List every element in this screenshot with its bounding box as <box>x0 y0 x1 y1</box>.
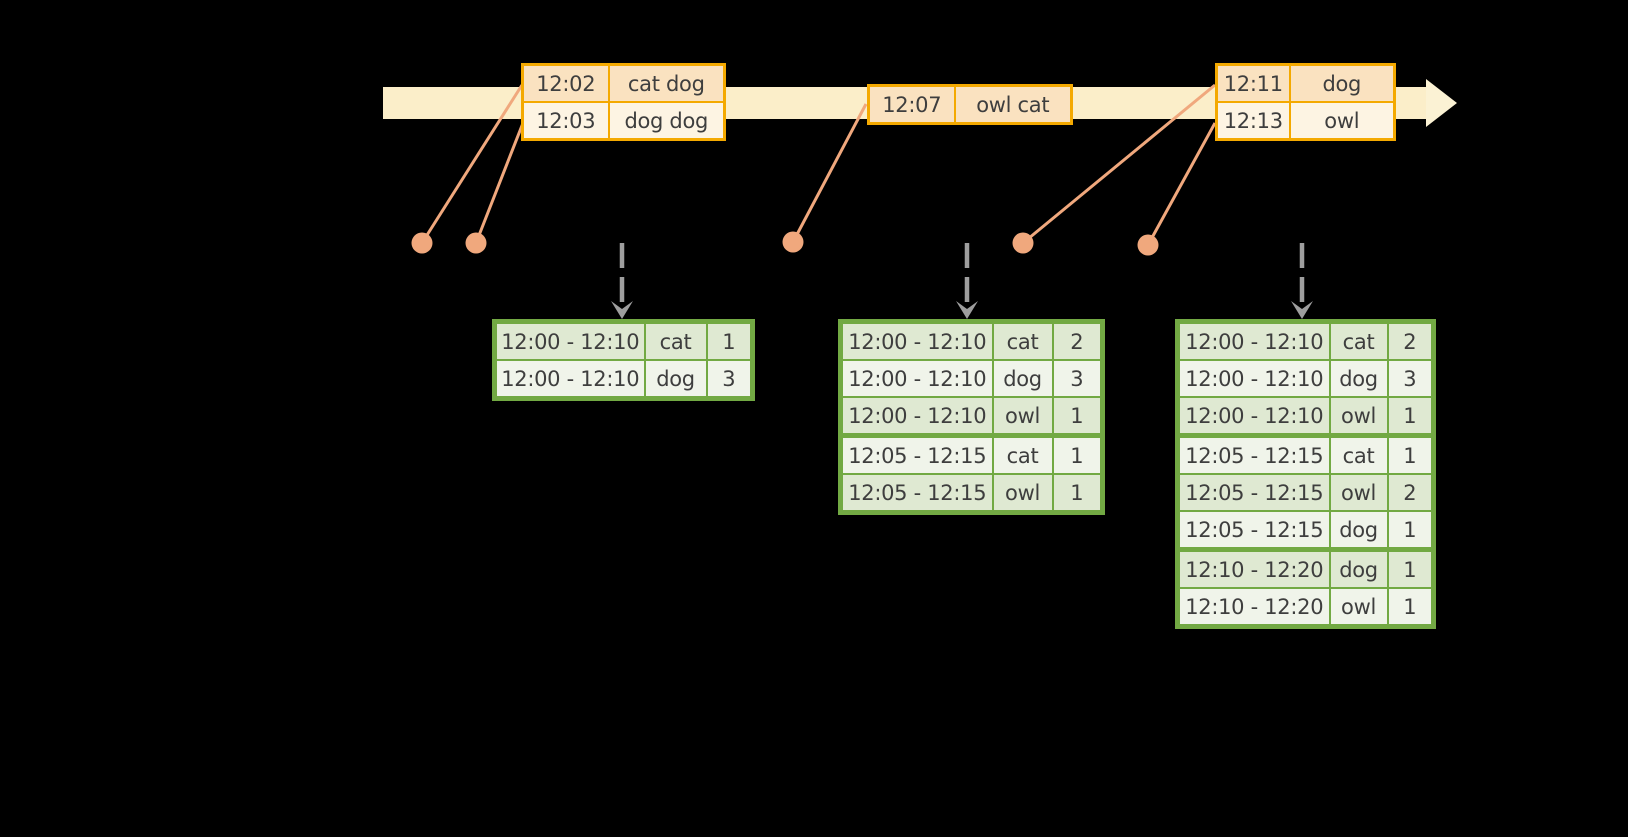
event-words-cell: dog dog <box>607 101 726 141</box>
window-cell: 12:00 - 12:10 <box>839 396 994 437</box>
count-cell: 1 <box>1051 433 1104 475</box>
word-cell: cat <box>991 320 1054 361</box>
event-time-cell: 12:07 <box>867 84 956 125</box>
window-cell: 12:00 - 12:10 <box>839 320 994 361</box>
count-cell: 1 <box>1386 433 1435 475</box>
count-cell: 2 <box>1051 320 1104 361</box>
count-cell: 1 <box>1051 473 1104 514</box>
count-cell: 1 <box>1386 547 1435 589</box>
event-connector-line <box>1146 122 1217 246</box>
word-cell: dog <box>1328 359 1389 398</box>
window-cell: 12:05 - 12:15 <box>1176 510 1331 551</box>
event-dot <box>411 232 433 254</box>
trigger-arrowhead-icon <box>1291 301 1313 319</box>
count-cell: 3 <box>1386 359 1435 398</box>
window-cell: 12:00 - 12:10 <box>493 320 646 361</box>
word-cell: owl <box>991 396 1054 437</box>
count-cell: 1 <box>1051 396 1104 437</box>
word-cell: cat <box>1328 320 1389 361</box>
event-connector-line <box>1022 83 1216 245</box>
word-cell: owl <box>1328 473 1389 512</box>
event-time-cell: 12:03 <box>521 101 610 141</box>
window-cell: 12:05 - 12:15 <box>839 473 994 514</box>
word-cell: owl <box>1328 587 1389 628</box>
window-cell: 12:00 - 12:10 <box>839 359 994 398</box>
event-time-cell: 12:02 <box>521 63 610 103</box>
event-words-cell: owl cat <box>953 84 1073 125</box>
count-cell: 3 <box>705 359 754 400</box>
event-words-cell: cat dog <box>607 63 726 103</box>
count-cell: 1 <box>1386 510 1435 551</box>
count-cell: 2 <box>1386 473 1435 512</box>
window-cell: 12:05 - 12:15 <box>1176 433 1331 475</box>
window-cell: 12:10 - 12:20 <box>1176 547 1331 589</box>
word-cell: owl <box>991 473 1054 514</box>
word-cell: cat <box>1328 433 1389 475</box>
word-cell: dog <box>643 359 708 400</box>
window-cell: 12:05 - 12:15 <box>839 433 994 475</box>
trigger-arrowhead-icon <box>611 301 633 319</box>
count-cell: 2 <box>1386 320 1435 361</box>
word-cell: cat <box>643 320 708 361</box>
event-dot <box>782 231 804 253</box>
word-cell: dog <box>1328 510 1389 551</box>
count-cell: 1 <box>1386 396 1435 437</box>
event-time-cell: 12:13 <box>1215 101 1291 141</box>
window-cell: 12:00 - 12:10 <box>493 359 646 400</box>
word-cell: dog <box>1328 547 1389 589</box>
word-cell: owl <box>1328 396 1389 437</box>
word-cell: cat <box>991 433 1054 475</box>
event-dot <box>465 232 487 254</box>
count-cell: 1 <box>1386 587 1435 628</box>
window-cell: 12:00 - 12:10 <box>1176 359 1331 398</box>
event-time-cell: 12:11 <box>1215 63 1291 103</box>
window-cell: 12:05 - 12:15 <box>1176 473 1331 512</box>
event-dot <box>1137 234 1159 256</box>
count-cell: 1 <box>705 320 754 361</box>
count-cell: 3 <box>1051 359 1104 398</box>
event-connector-line <box>474 122 525 244</box>
window-cell: 12:00 - 12:10 <box>1176 396 1331 437</box>
window-cell: 12:00 - 12:10 <box>1176 320 1331 361</box>
word-cell: dog <box>991 359 1054 398</box>
event-dot <box>1012 232 1034 254</box>
event-connector-line <box>791 103 868 243</box>
event-time-arrowhead-icon <box>1426 79 1457 127</box>
event-connector-line <box>420 84 524 244</box>
window-cell: 12:10 - 12:20 <box>1176 587 1331 628</box>
event-words-cell: owl <box>1288 101 1396 141</box>
event-words-cell: dog <box>1288 63 1396 103</box>
trigger-arrowhead-icon <box>956 301 978 319</box>
